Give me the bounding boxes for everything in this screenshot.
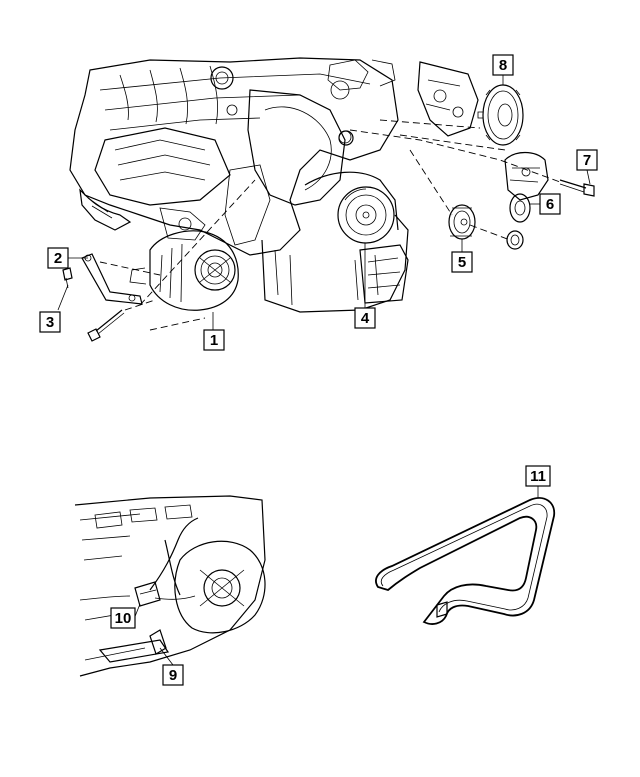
callout-9-label: 9 bbox=[169, 667, 177, 684]
alternator-illustration bbox=[129, 230, 239, 311]
callout-1-label: 1 bbox=[210, 332, 218, 349]
bolt-3-illustration bbox=[87, 309, 125, 342]
callout-10-label: 10 bbox=[115, 610, 132, 627]
bolt-7-illustration bbox=[559, 179, 595, 197]
callout-4[interactable]: 4 bbox=[354, 243, 376, 329]
callout-8-label: 8 bbox=[499, 57, 507, 74]
callout-6-label: 6 bbox=[546, 196, 554, 213]
callout-9[interactable]: 9 bbox=[159, 647, 184, 686]
callout-7[interactable]: 7 bbox=[576, 149, 598, 185]
bracket-illustration bbox=[81, 253, 143, 305]
callout-11-label: 11 bbox=[530, 468, 546, 485]
serpentine-belt-illustration bbox=[375, 497, 556, 625]
assembly-leader-lines-top bbox=[99, 119, 561, 331]
idler-pulley-8-illustration bbox=[477, 84, 524, 146]
callout-3-label: 3 bbox=[46, 314, 54, 331]
washer-illustration bbox=[338, 130, 354, 146]
callout-6[interactable]: 6 bbox=[530, 193, 561, 215]
callout-2[interactable]: 2 bbox=[47, 247, 88, 269]
tensioner-bracket-illustration bbox=[417, 61, 479, 137]
tensioner-assembly-6-illustration bbox=[504, 151, 549, 223]
callout-8[interactable]: 8 bbox=[492, 54, 514, 85]
dust-cap-illustration bbox=[506, 230, 524, 250]
callout-10[interactable]: 10 bbox=[110, 603, 141, 629]
alternator-wiring-illustration bbox=[74, 495, 266, 677]
callout-7-label: 7 bbox=[583, 152, 591, 169]
callout-5-label: 5 bbox=[458, 254, 466, 271]
callout-3[interactable]: 3 bbox=[39, 284, 69, 333]
callout-5[interactable]: 5 bbox=[451, 239, 473, 273]
callout-2-label: 2 bbox=[54, 250, 62, 267]
callout-1[interactable]: 1 bbox=[203, 312, 225, 351]
bolt-2-illustration bbox=[62, 267, 73, 289]
callout-4-label: 4 bbox=[361, 310, 370, 327]
engine-block-illustration bbox=[69, 57, 409, 313]
idler-pulley-5-illustration bbox=[448, 204, 476, 240]
callout-11[interactable]: 11 bbox=[525, 465, 551, 498]
